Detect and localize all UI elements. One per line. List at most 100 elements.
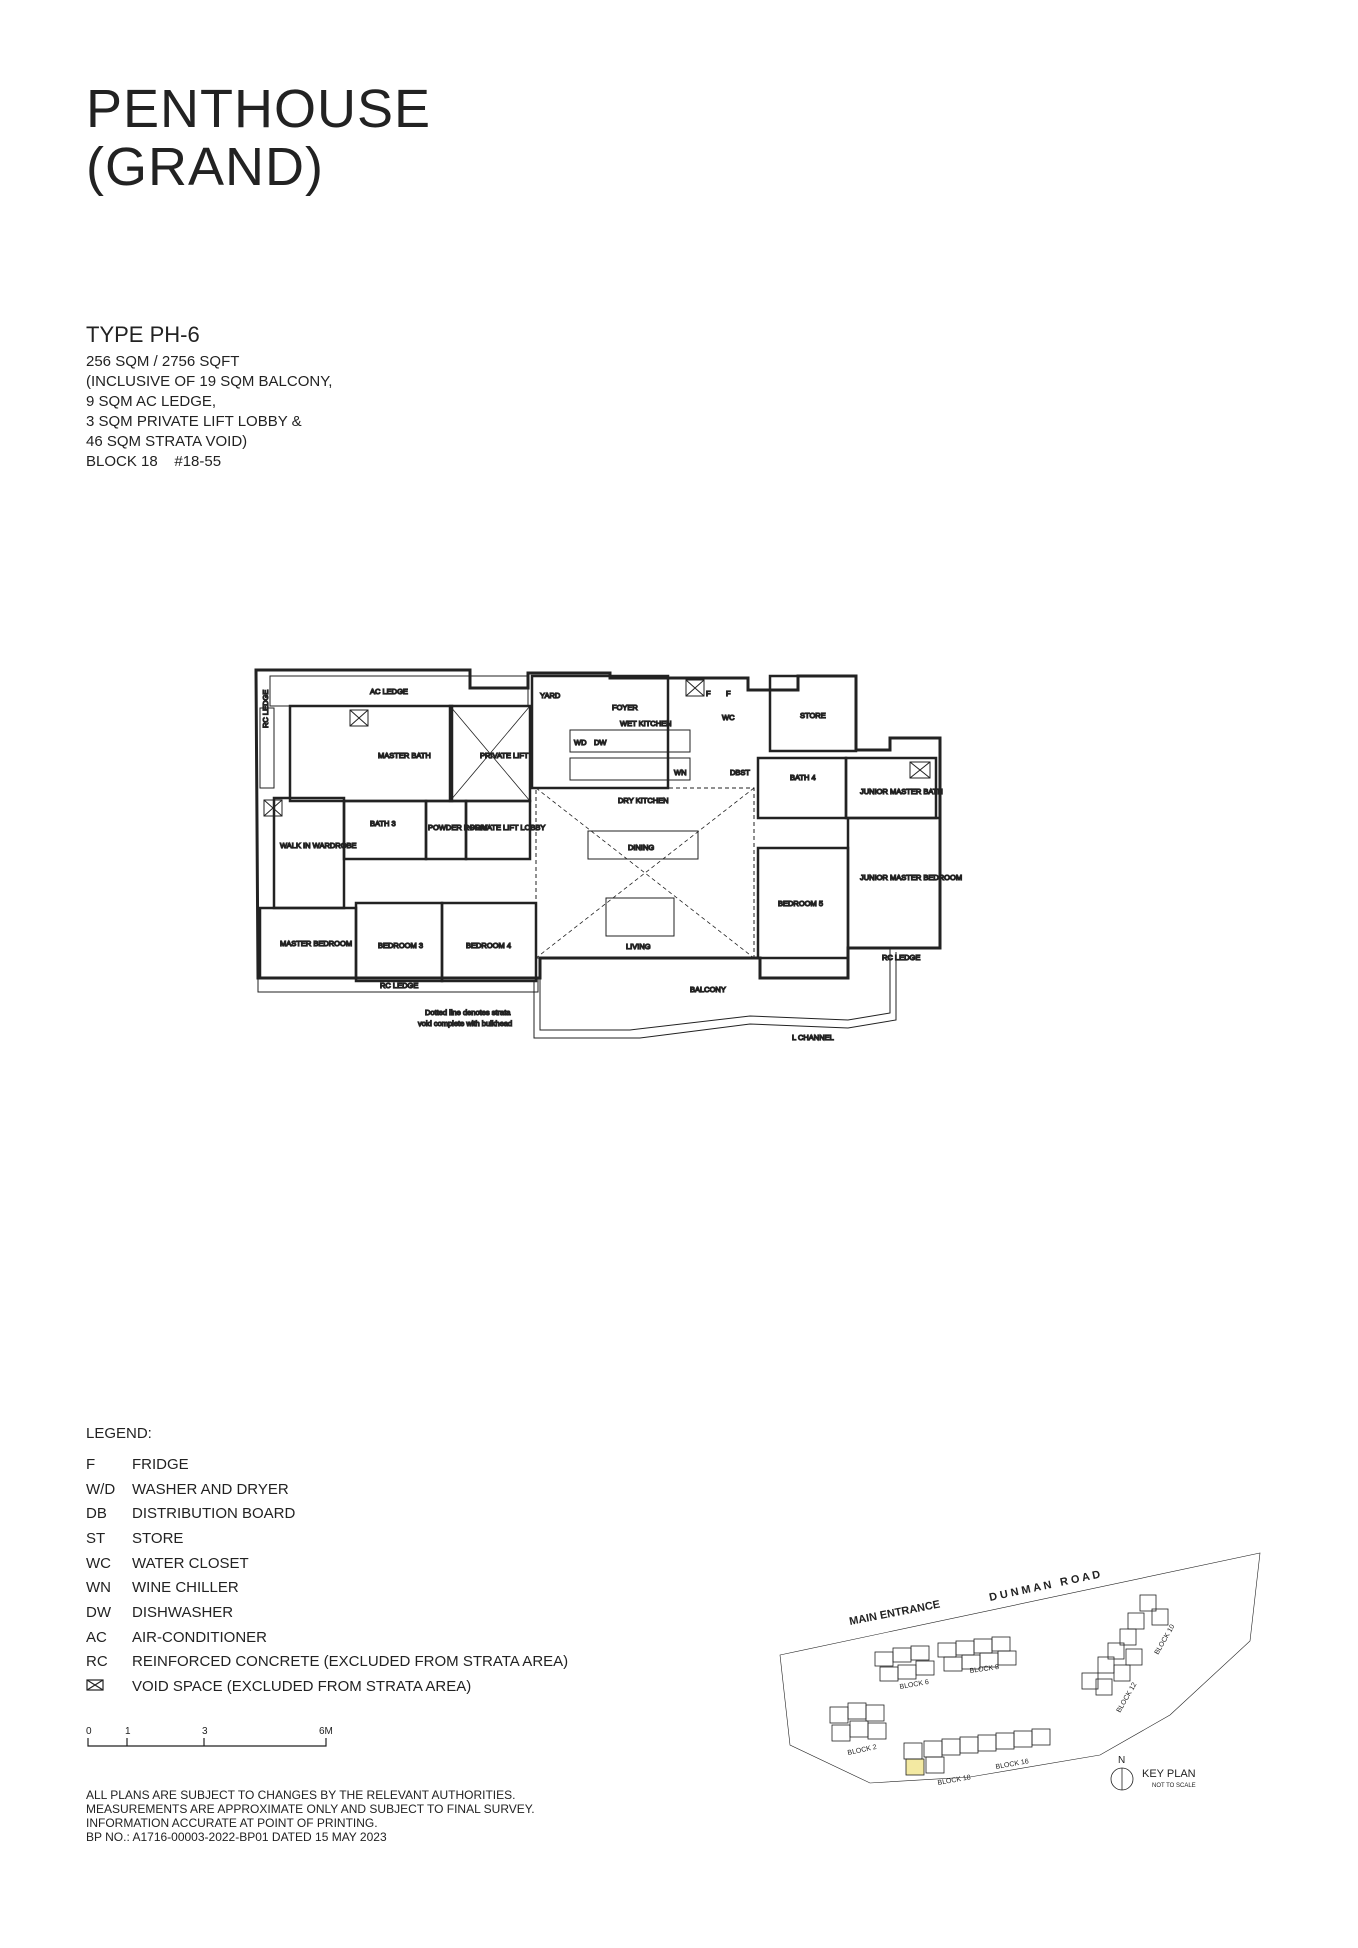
- floor-plan-drawing: AC LEDGE RC LEDGE MASTER BATH PRIVATE LI…: [254, 668, 963, 1043]
- label-yard: YARD: [540, 691, 561, 700]
- label-strata-note-1: Dotted line denotes strata: [425, 1008, 511, 1017]
- bath3-area: [342, 799, 428, 861]
- floor-plan: AC LEDGE RC LEDGE MASTER BATH PRIVATE LI…: [250, 668, 1100, 1153]
- label-rc-ledge-bottom: RC LEDGE: [380, 981, 418, 990]
- label-bedroom4: BEDROOM 4: [466, 941, 511, 950]
- label-dining: DINING: [628, 843, 654, 852]
- label-balcony: BALCONY: [690, 985, 726, 994]
- key-plan: MAIN ENTRANCE D U N M A N R O A D BLOCK …: [770, 1545, 1270, 1820]
- label-block-10: BLOCK 10: [1154, 1623, 1177, 1656]
- legend-item: F FRIDGE: [86, 1452, 568, 1477]
- legend-desc: FRIDGE: [132, 1455, 189, 1473]
- legend-item: VOID SPACE (EXCLUDED FROM STRATA AREA): [86, 1674, 568, 1699]
- label-bedroom3: BEDROOM 3: [378, 941, 423, 950]
- unit-detail: 46 SQM STRATA VOID): [86, 433, 248, 450]
- legend-abbr: DB: [86, 1505, 107, 1523]
- scale-tick-6: 6M: [319, 1726, 333, 1737]
- void-boxes: [263, 679, 931, 817]
- label-rc-ledge-side: RC LEDGE: [261, 690, 270, 728]
- label-junior-master-bath: JUNIOR MASTER BATH: [860, 787, 943, 796]
- block-6-8: [874, 1636, 1017, 1682]
- label-bath4: BATH 4: [790, 773, 816, 782]
- label-bedroom5: BEDROOM 5: [778, 899, 823, 908]
- unit-type: TYPE PH-6: [86, 322, 200, 347]
- label-ac-ledge: AC LEDGE: [370, 687, 408, 696]
- legend-abbr: AC: [86, 1628, 107, 1646]
- label-dry-kitchen: DRY KITCHEN: [618, 796, 669, 805]
- label-powder-room: POWDER ROOM: [428, 823, 487, 832]
- disclaimer-line: BP NO.: A1716-00003-2022-BP01 DATED 15 M…: [86, 1830, 387, 1844]
- legend-desc: AIR-CONDITIONER: [132, 1628, 267, 1646]
- label-foyer: FOYER: [612, 703, 638, 712]
- legend-item: WC WATER CLOSET: [86, 1551, 568, 1576]
- unit-detail: 256 SQM / 2756 SQFT: [86, 353, 240, 370]
- label-master-bath: MASTER BATH: [378, 751, 431, 760]
- legend-abbr: RC: [86, 1653, 108, 1671]
- label-strata-note-2: void complete with bulkhead: [418, 1019, 512, 1028]
- label-wd: WD: [574, 738, 587, 747]
- bath4-area: [756, 756, 848, 820]
- label-fridge-1: F: [706, 689, 711, 698]
- label-store: STORE: [800, 711, 826, 720]
- label-private-lift: PRIVATE LIFT: [480, 751, 529, 760]
- label-block-6: BLOCK 6: [899, 1679, 929, 1691]
- scale-tick-0: 0: [86, 1726, 92, 1737]
- rc-ledge-side-area: [259, 707, 275, 789]
- label-wc: WC: [722, 713, 735, 722]
- bedroom4-area: [440, 901, 538, 983]
- unit-detail: BLOCK 18 #18-55: [86, 453, 222, 470]
- label-block-8: BLOCK 8: [969, 1664, 999, 1675]
- key-plan-subtitle: NOT TO SCALE: [1152, 1783, 1196, 1789]
- scale-tick-3: 3: [202, 1726, 208, 1737]
- living-sofa: [605, 897, 675, 937]
- legend-abbr: F: [86, 1455, 96, 1473]
- page-title: PENTHOUSE (GRAND): [86, 80, 431, 196]
- label-block-2: BLOCK 2: [847, 1744, 877, 1757]
- label-dbst: DBST: [730, 768, 750, 777]
- label-private-lift-lobby: PRIVATE LIFT LOBBY: [470, 823, 545, 832]
- balcony-outline: [539, 948, 891, 1031]
- key-plan-drawing: MAIN ENTRANCE D U N M A N R O A D BLOCK …: [779, 1552, 1261, 1791]
- label-dw: DW: [594, 738, 607, 747]
- store-area: [768, 674, 858, 753]
- disclaimer-line: MEASUREMENTS ARE APPROXIMATE ONLY AND SU…: [86, 1802, 535, 1816]
- label-fridge-2: F: [726, 689, 731, 698]
- rc-ledge-bottom-area: [257, 977, 539, 993]
- legend-desc: WINE CHILLER: [132, 1579, 239, 1597]
- label-l-channel: L CHANNEL: [792, 1033, 834, 1042]
- kitchen-area: [530, 674, 670, 790]
- kitchen-counter: [569, 729, 691, 753]
- legend-desc: VOID SPACE (EXCLUDED FROM STRATA AREA): [132, 1678, 472, 1696]
- lift-lobby-area: [464, 799, 532, 861]
- disclaimer: ALL PLANS ARE SUBJECT TO CHANGES BY THE …: [86, 1788, 535, 1844]
- scale-bar-drawing: 0 1 3 6M: [86, 1726, 333, 1747]
- label-north: N: [1118, 1755, 1125, 1766]
- label-living: LIVING: [626, 942, 651, 951]
- void-cross: [449, 705, 531, 802]
- unit-detail: (INCLUSIVE OF 19 SQM BALCONY,: [86, 373, 333, 390]
- legend-abbr: WC: [86, 1554, 111, 1572]
- legend-desc: WATER CLOSET: [132, 1554, 249, 1572]
- key-plan-title: KEY PLAN: [1142, 1768, 1196, 1780]
- disclaimer-line: ALL PLANS ARE SUBJECT TO CHANGES BY THE …: [86, 1788, 516, 1802]
- label-bath3: BATH 3: [370, 819, 396, 828]
- legend-item: RC REINFORCED CONCRETE (EXCLUDED FROM STR…: [86, 1650, 568, 1675]
- title-line-1: PENTHOUSE: [86, 79, 432, 139]
- legend-desc: REINFORCED CONCRETE (EXCLUDED FROM STRAT…: [132, 1653, 569, 1671]
- block-2: [829, 1702, 887, 1742]
- legend-item: DB DISTRIBUTION BOARD: [86, 1501, 568, 1526]
- strata-void-cross: [535, 787, 755, 959]
- legend-desc: DISHWASHER: [132, 1603, 234, 1621]
- label-master-bedroom: MASTER BEDROOM: [280, 939, 352, 948]
- scale-tick-1: 1: [125, 1726, 131, 1737]
- block-10-12: [1081, 1594, 1169, 1696]
- legend-desc: DISTRIBUTION BOARD: [132, 1505, 296, 1523]
- label-block-18: BLOCK 18: [937, 1774, 971, 1787]
- scale-line: [87, 1738, 327, 1747]
- label-walk-in-wardrobe: WALK IN WARDROBE: [280, 841, 357, 850]
- legend-item: AC AIR-CONDITIONER: [86, 1625, 568, 1650]
- site-boundary: [779, 1552, 1261, 1784]
- legend-abbr: W/D: [86, 1480, 116, 1498]
